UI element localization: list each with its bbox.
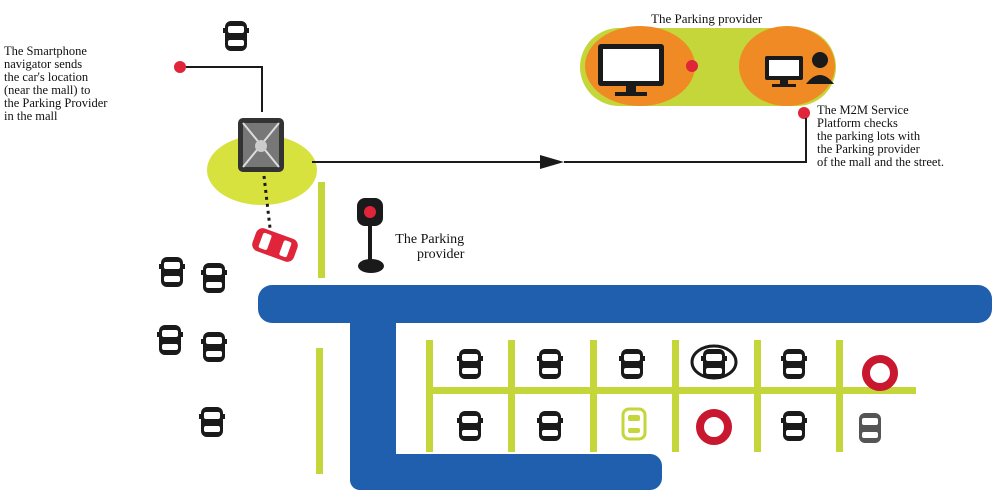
location-dot — [174, 61, 186, 73]
car-icon-top — [223, 21, 249, 51]
free-space-marker — [866, 359, 894, 387]
highlighted-car — [692, 346, 736, 379]
empty-car-outline — [623, 409, 645, 439]
arrow-head-icon — [540, 155, 564, 169]
parking-meter-label: The Parking provider — [395, 232, 464, 262]
road-bottom — [350, 454, 662, 490]
parking-meter-icon — [357, 198, 384, 273]
m2m-dot — [798, 107, 810, 119]
red-car-icon — [250, 226, 300, 264]
parking-provider-panel — [580, 26, 836, 106]
smartphone-line: in the mall — [4, 110, 107, 123]
location-connector — [186, 67, 262, 112]
smartphone-icon — [238, 118, 284, 172]
left-cars — [157, 257, 227, 437]
smartphone-description: The Smartphone navigator sends the car's… — [4, 45, 107, 123]
m2m-line: of the mall and the street. — [817, 156, 944, 169]
parking-provider-title: The Parking provider — [651, 12, 762, 25]
free-space-marker-2 — [700, 413, 728, 441]
lane-markings — [316, 182, 916, 474]
meter-label-line: provider — [395, 247, 464, 262]
provider-dot — [686, 60, 698, 72]
m2m-description: The M2M Service Platform checks the park… — [817, 104, 944, 169]
arrow-to-m2m — [564, 118, 806, 162]
meter-label-line: The Parking — [395, 232, 464, 247]
